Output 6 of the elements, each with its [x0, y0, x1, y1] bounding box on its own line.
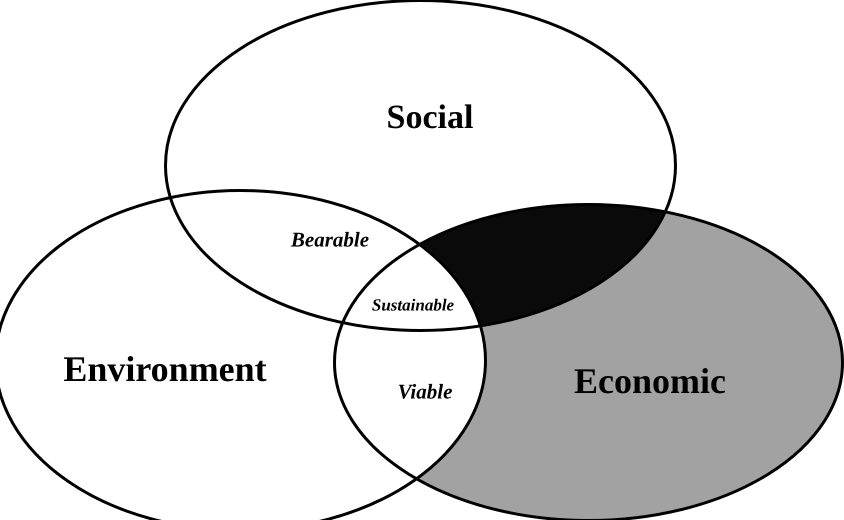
overlap-label: Viable [398, 382, 452, 402]
set-title: Social [386, 101, 474, 135]
overlap-label: Sustainable [372, 296, 454, 314]
set-title: Environment [63, 351, 267, 387]
overlap-label: Bearable [290, 230, 370, 250]
set-title: Economic [574, 363, 726, 399]
